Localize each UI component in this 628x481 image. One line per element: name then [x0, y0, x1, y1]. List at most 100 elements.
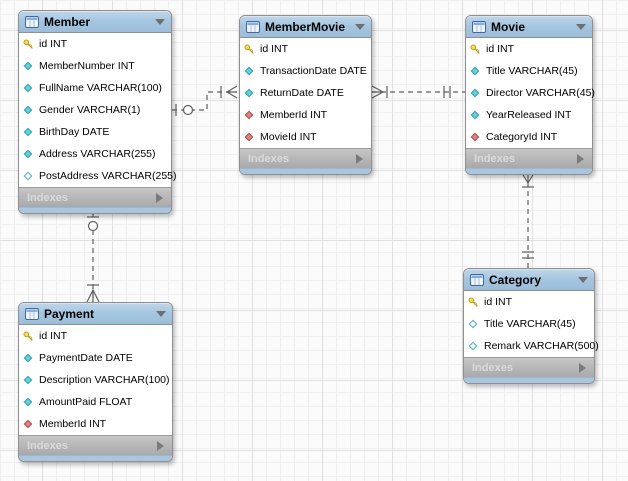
collapse-arrow-icon[interactable] [576, 24, 586, 30]
table-column[interactable]: CategoryId INT [466, 126, 592, 148]
column-text: Remark VARCHAR(500) [484, 340, 599, 352]
table-title: MemberMovie [265, 20, 346, 34]
column-text: Gender VARCHAR(1) [39, 104, 141, 116]
table-header[interactable]: MemberMovie [240, 16, 371, 38]
relationship-membermovie-movie[interactable] [371, 85, 465, 99]
table-column[interactable]: MemberNumber INT [19, 55, 171, 77]
relationship-member-payment[interactable] [86, 212, 100, 303]
table-column[interactable]: ReturnDate DATE [240, 82, 371, 104]
table-movie[interactable]: Movie id INT Title VARCHAR(45) Director … [465, 15, 595, 175]
expand-arrow-icon[interactable] [157, 440, 164, 451]
column-text: BirthDay DATE [39, 126, 110, 138]
table-column[interactable]: Description VARCHAR(100) [19, 369, 172, 391]
table-column[interactable]: TransactionDate DATE [240, 60, 371, 82]
table-column[interactable]: id INT [466, 38, 592, 60]
primary-key-icon [23, 39, 34, 50]
table-column[interactable]: MemberId INT [19, 413, 172, 435]
table-columns: id INT Title VARCHAR(45) Remark VARCHAR(… [464, 291, 599, 357]
collapse-arrow-icon[interactable] [355, 24, 365, 30]
table-header[interactable]: Member [19, 11, 171, 33]
primary-key-icon [470, 44, 481, 55]
column-text: id INT [484, 296, 513, 308]
collapse-arrow-icon[interactable] [578, 277, 588, 283]
indexes-label: Indexes [474, 152, 515, 165]
table-column[interactable]: Title VARCHAR(45) [466, 60, 592, 82]
nullable-icon [468, 341, 479, 351]
expand-arrow-icon[interactable] [356, 153, 363, 164]
column-text: AmountPaid FLOAT [39, 396, 133, 408]
table-footer [466, 168, 592, 174]
table-category[interactable]: Category id INT Title VARCHAR(45) Remark… [463, 268, 599, 384]
table-header[interactable]: Category [464, 269, 594, 291]
table-column[interactable]: Remark VARCHAR(500) [464, 335, 599, 357]
not-null-icon [23, 149, 34, 159]
table-column[interactable]: BirthDay DATE [19, 121, 171, 143]
table-column[interactable]: Title VARCHAR(45) [464, 313, 594, 335]
table-column[interactable]: PaymentDate DATE [19, 347, 172, 369]
expand-arrow-icon[interactable] [156, 192, 163, 203]
table-column[interactable]: Director VARCHAR(45) [466, 82, 595, 104]
column-text: MovieId INT [260, 131, 317, 143]
indexes-row[interactable]: Indexes [19, 187, 171, 207]
table-column[interactable]: Gender VARCHAR(1) [19, 99, 171, 121]
column-text: MemberNumber INT [39, 60, 135, 72]
table-icon [25, 308, 39, 320]
table-column[interactable]: PostAddress VARCHAR(255) [19, 165, 177, 187]
table-header[interactable]: Payment [19, 303, 172, 325]
not-null-icon [470, 110, 481, 120]
table-column[interactable]: FullName VARCHAR(100) [19, 77, 171, 99]
collapse-arrow-icon[interactable] [155, 19, 165, 25]
column-text: id INT [260, 43, 289, 55]
table-column[interactable]: AmountPaid FLOAT [19, 391, 172, 413]
expand-arrow-icon[interactable] [579, 362, 586, 373]
foreign-key-icon [470, 132, 481, 142]
table-membermovie[interactable]: MemberMovie id INT TransactionDate DATE … [239, 15, 372, 175]
table-columns: id INT Title VARCHAR(45) Director VARCHA… [466, 38, 595, 148]
not-null-icon [470, 66, 481, 76]
column-text: Address VARCHAR(255) [39, 148, 156, 160]
table-title: Category [489, 273, 542, 287]
foreign-key-icon [23, 419, 34, 429]
table-column[interactable]: Address VARCHAR(255) [19, 143, 171, 165]
table-payment[interactable]: Payment id INT PaymentDate DATE Descript… [18, 302, 173, 462]
table-member[interactable]: Member id INT MemberNumber INT FullName … [18, 10, 177, 214]
expand-arrow-icon[interactable] [577, 153, 584, 164]
primary-key-icon [468, 297, 479, 308]
indexes-row[interactable]: Indexes [19, 435, 172, 455]
column-text: Director VARCHAR(45) [486, 87, 595, 99]
cardinality-circle-marker [87, 220, 99, 232]
indexes-row[interactable]: Indexes [240, 148, 371, 168]
table-icon [470, 274, 484, 286]
table-column[interactable]: id INT [19, 33, 171, 55]
table-header[interactable]: Movie [466, 16, 592, 38]
crows-foot-marker [225, 85, 238, 99]
table-column[interactable]: id INT [240, 38, 371, 60]
table-icon [246, 21, 260, 33]
table-title: Payment [44, 307, 95, 321]
column-text: ReturnDate DATE [260, 87, 344, 99]
table-column[interactable]: id INT [464, 291, 594, 313]
table-column[interactable]: MemberId INT [240, 104, 371, 126]
relationship-member-membermovie[interactable] [172, 85, 238, 116]
indexes-row[interactable]: Indexes [464, 357, 594, 377]
table-column[interactable]: id INT [19, 325, 172, 347]
table-column[interactable]: MovieId INT [240, 126, 371, 148]
table-footer [240, 168, 371, 174]
not-null-icon [23, 397, 34, 407]
table-title: Member [44, 15, 91, 29]
foreign-key-icon [244, 110, 255, 120]
table-column[interactable]: YearReleased INT [466, 104, 592, 126]
primary-key-icon [23, 331, 34, 342]
column-text: TransactionDate DATE [260, 65, 367, 77]
column-text: PaymentDate DATE [39, 352, 133, 364]
nullable-icon [23, 171, 34, 181]
not-null-icon [23, 105, 34, 115]
table-footer [19, 207, 171, 213]
column-text: CategoryId INT [486, 131, 558, 143]
collapse-arrow-icon[interactable] [156, 311, 166, 317]
indexes-row[interactable]: Indexes [466, 148, 592, 168]
relationship-movie-category[interactable] [521, 172, 535, 268]
indexes-label: Indexes [472, 361, 513, 374]
